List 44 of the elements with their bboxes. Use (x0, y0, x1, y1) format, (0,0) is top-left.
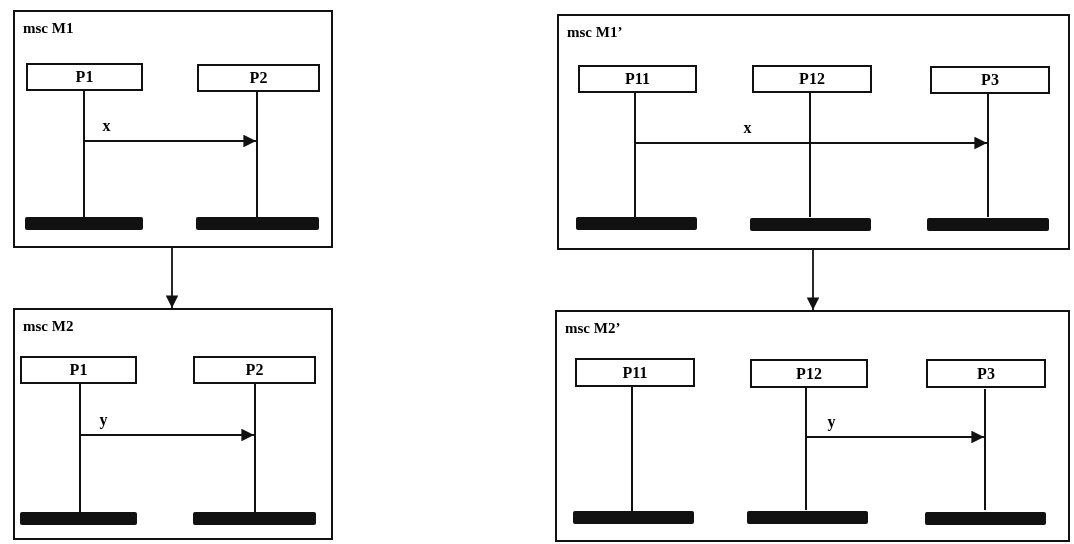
instance-box: P1 (20, 356, 137, 384)
lifeline (254, 384, 256, 512)
lifeline (79, 384, 81, 512)
message-arrow (806, 430, 985, 444)
instance-end-bar (573, 511, 694, 524)
instance-box: P2 (197, 64, 320, 92)
instance-box: P11 (575, 358, 695, 387)
lifeline (987, 94, 989, 217)
instance-end-bar (750, 218, 871, 231)
instance-end-bar (193, 512, 316, 525)
instance-box: P12 (750, 359, 868, 388)
arrow (165, 247, 179, 309)
lifeline (634, 93, 636, 217)
msc-frame (13, 10, 333, 248)
lifeline (984, 389, 986, 510)
message-arrow (635, 136, 988, 150)
instance-end-bar (925, 512, 1046, 525)
lifeline (809, 93, 811, 217)
msc-frame (13, 308, 333, 540)
instance-end-bar (196, 217, 319, 230)
message-arrow (80, 428, 255, 442)
instance-end-bar (927, 218, 1049, 231)
instance-box: P1 (26, 63, 143, 91)
instance-box: P12 (752, 65, 872, 93)
msc-frame (555, 310, 1070, 542)
instance-end-bar (25, 217, 143, 230)
instance-end-bar (747, 511, 868, 524)
instance-end-bar (576, 217, 697, 230)
instance-box: P11 (578, 65, 697, 93)
frame-title: msc M2 (23, 318, 74, 335)
lifeline (631, 387, 633, 511)
arrow (806, 249, 820, 311)
lifeline (805, 388, 807, 510)
frame-title: msc M1’ (567, 24, 623, 41)
lifeline (83, 91, 85, 217)
message-arrow (84, 134, 257, 148)
frame-title: msc M1 (23, 20, 74, 37)
instance-box: P2 (193, 356, 316, 384)
instance-end-bar (20, 512, 137, 525)
lifeline (256, 92, 258, 217)
msc-frame (557, 14, 1070, 250)
instance-box: P3 (926, 359, 1046, 388)
frame-title: msc M2’ (565, 320, 621, 337)
instance-box: P3 (930, 66, 1050, 94)
